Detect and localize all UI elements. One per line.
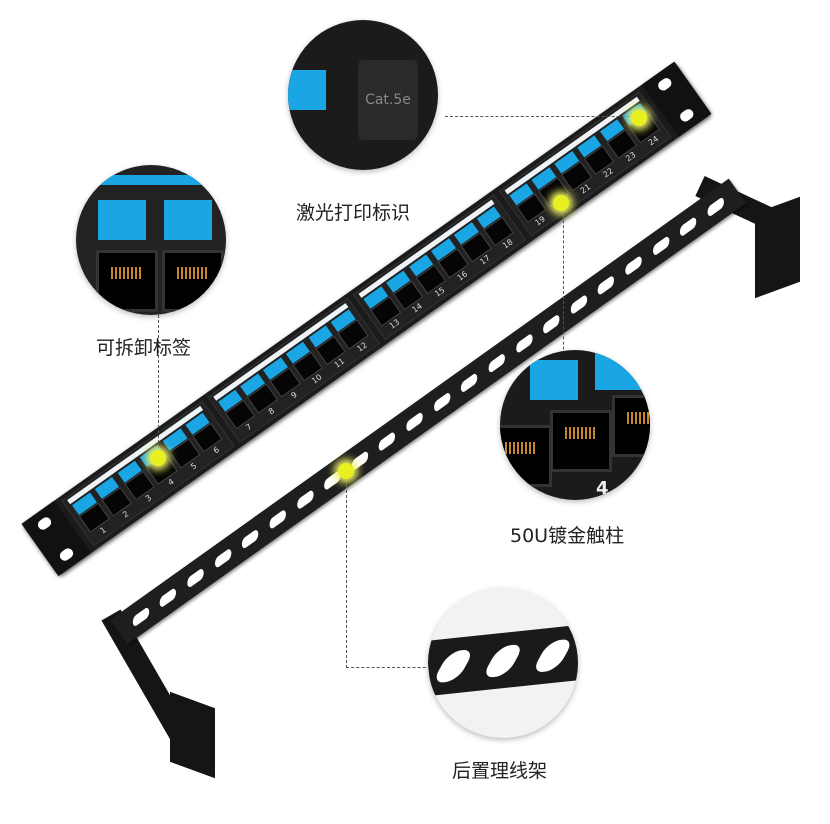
cable-slot — [296, 488, 314, 511]
callout-laser-marking: 激光打印标识 — [296, 202, 411, 224]
leader-line — [445, 116, 645, 117]
port-number: 3 — [143, 493, 154, 504]
cable-slot — [241, 527, 259, 550]
callout-removable-label: 可拆卸标签 — [96, 337, 192, 359]
cable-slot — [624, 254, 642, 277]
zoom-circle-gold-pins: 4 — [500, 350, 650, 500]
cable-slot — [159, 586, 177, 609]
leader-line — [346, 470, 347, 668]
port-number: 4 — [166, 477, 176, 488]
cable-slot — [597, 273, 615, 296]
callout-rear-manager: 后置理线架 — [452, 760, 548, 782]
highlight-dot — [553, 195, 569, 211]
cable-slot — [460, 371, 478, 394]
zoom-circle-removable-label — [76, 165, 226, 315]
zoom-circle-rear-manager — [428, 588, 578, 738]
port-number: 6 — [211, 445, 222, 456]
port-number: 2 — [121, 509, 131, 520]
cable-slot — [433, 390, 451, 413]
cable-slot — [706, 195, 725, 218]
cable-slot — [268, 508, 287, 530]
cable-slot — [652, 234, 670, 257]
zoom-circle-laser-marking: Cat.5e — [288, 20, 438, 170]
cable-slot — [679, 215, 697, 238]
cable-slot — [515, 332, 533, 355]
cable-slot — [378, 429, 396, 452]
cable-slot — [569, 293, 588, 316]
highlight-dot — [631, 110, 647, 126]
leader-line — [158, 260, 159, 458]
callout-gold-pins: 50U镀金触柱 — [510, 525, 625, 547]
highlight-dot — [338, 463, 354, 479]
highlight-dot — [150, 450, 166, 466]
port-number: 8 — [266, 406, 277, 417]
port-number: 5 — [189, 461, 199, 472]
cable-slot — [487, 351, 506, 374]
left-bracket-foot — [170, 691, 215, 779]
port-number: 7 — [244, 422, 254, 433]
cable-slot — [542, 312, 560, 335]
leader-line — [346, 667, 436, 668]
cable-slot — [186, 566, 204, 589]
port-number: 9 — [289, 390, 299, 401]
port-number: 1 — [98, 525, 108, 536]
port-number: 4 — [596, 478, 609, 499]
right-bracket-foot — [755, 196, 800, 299]
leader-line — [563, 205, 564, 380]
port-group: 1 2 3 4 5 6 — [61, 400, 235, 547]
cable-slot — [131, 605, 150, 628]
cable-slot — [214, 547, 232, 570]
cable-slot — [405, 410, 423, 433]
cat-marking: Cat.5e — [358, 60, 418, 140]
